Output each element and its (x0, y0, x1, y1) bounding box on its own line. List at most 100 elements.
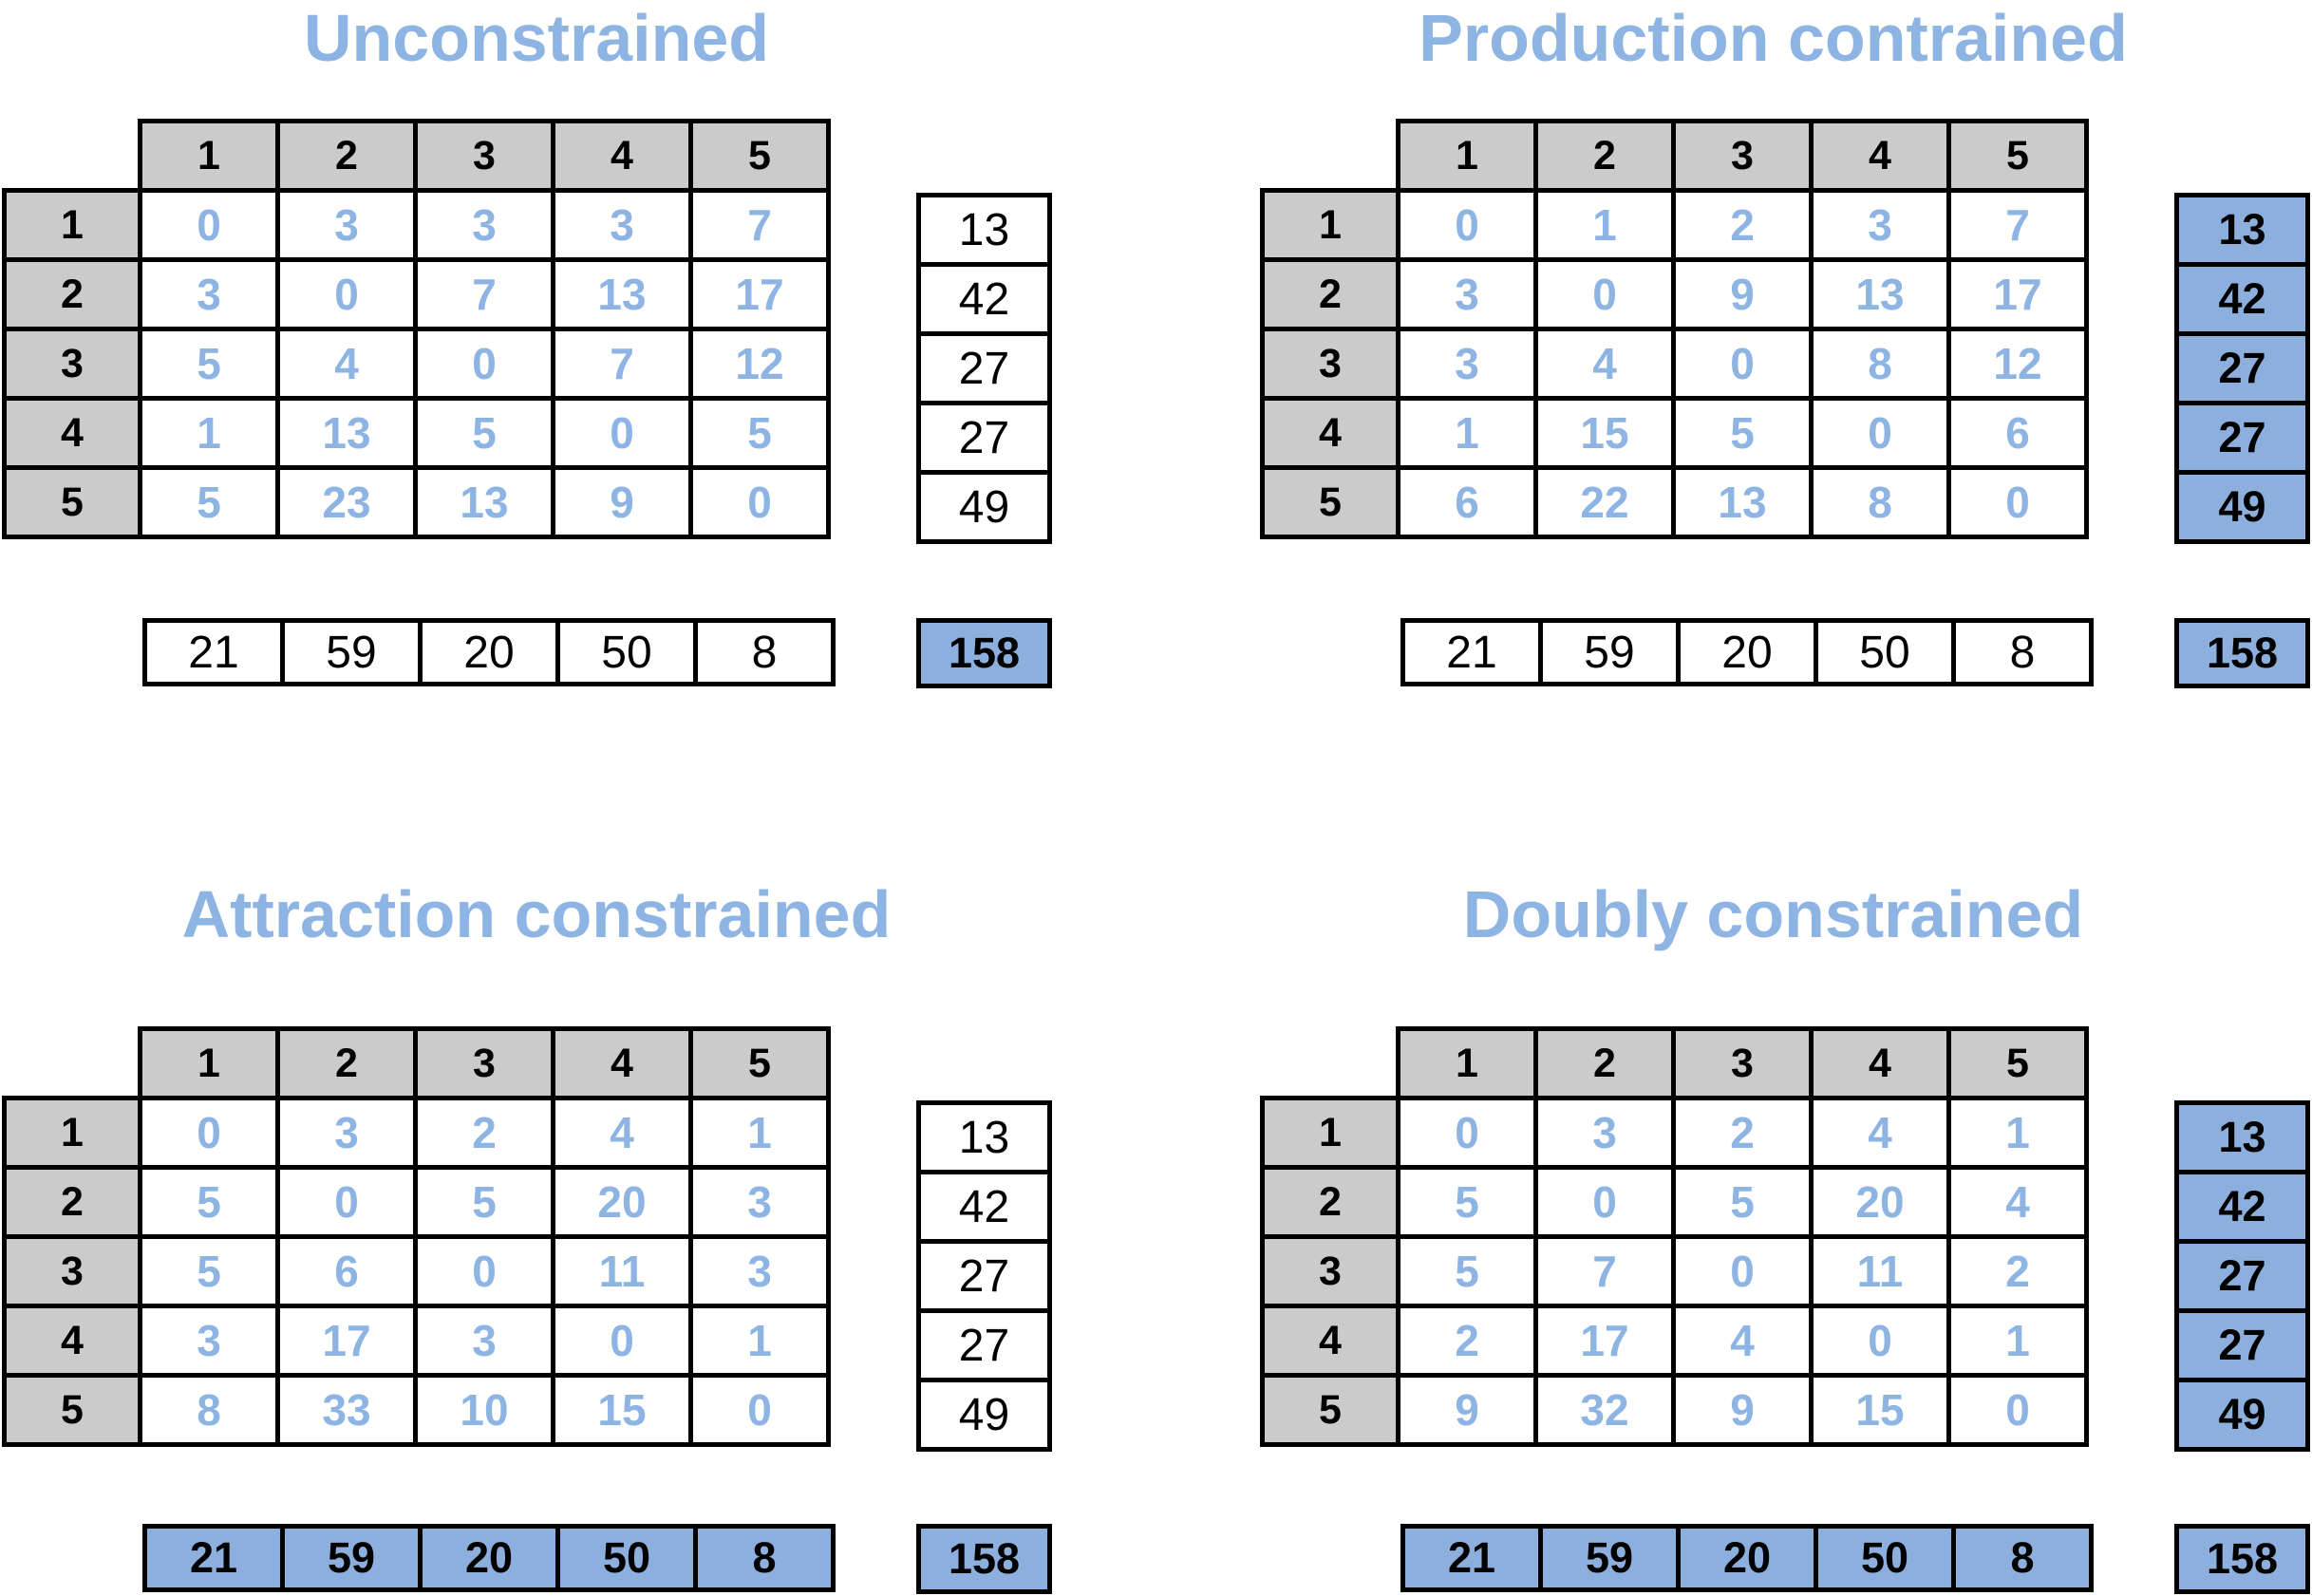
col-header-cell: 3 (413, 119, 555, 193)
matrix-cell: 12 (688, 327, 831, 401)
matrix-cell: 0 (551, 1304, 693, 1378)
matrix-cell: 13 (1809, 257, 1951, 331)
row-header-cell: 1 (2, 188, 142, 262)
matrix-cell: 17 (275, 1304, 418, 1378)
matrix-cell: 5 (1396, 1165, 1538, 1239)
col-sum-cell: 8 (693, 618, 836, 686)
col-header-cell: 1 (138, 119, 280, 193)
matrix-cell: 0 (138, 1096, 280, 1170)
matrix-cell: 6 (275, 1234, 418, 1308)
matrix-cell: 2 (1396, 1304, 1538, 1378)
matrix-cell: 3 (688, 1165, 831, 1239)
table-title-production: Production contrained (1419, 1, 2128, 75)
col-header-cell: 5 (688, 1026, 831, 1100)
row-sum-cell: 49 (916, 1378, 1052, 1452)
matrix-cell: 7 (688, 188, 831, 262)
col-header-cell: 3 (1671, 1026, 1814, 1100)
matrix-cell: 0 (1946, 465, 2089, 539)
row-sum-cell: 49 (916, 470, 1052, 544)
matrix-cell: 17 (688, 257, 831, 331)
corner-cell (1263, 1029, 1399, 1098)
matrix-cell: 5 (413, 1165, 555, 1239)
corner-cell (5, 1029, 141, 1098)
row-header-cell: 4 (1260, 396, 1400, 470)
matrix-cell: 0 (1671, 1234, 1814, 1308)
col-sum-cell: 20 (1676, 1524, 1818, 1592)
matrix-cell: 4 (1946, 1165, 2089, 1239)
matrix-cell: 5 (138, 1165, 280, 1239)
matrix-cell: 17 (1946, 257, 2089, 331)
col-sum-cell: 8 (693, 1524, 836, 1592)
row-sum-cell: 27 (2174, 1239, 2310, 1313)
matrix-cell: 4 (1809, 1096, 1951, 1170)
row-header-cell: 1 (1260, 188, 1400, 262)
col-header-cell: 4 (1809, 119, 1951, 193)
row-sum-cell: 27 (916, 331, 1052, 405)
matrix-cell: 8 (1809, 465, 1951, 539)
matrix-cell: 3 (1533, 1096, 1676, 1170)
col-sum-cell: 50 (1814, 618, 1956, 686)
row-sum-cell: 13 (916, 193, 1052, 267)
col-sum-cell: 21 (142, 1524, 285, 1592)
row-sum-cell: 49 (2174, 470, 2310, 544)
row-sum-cell: 42 (916, 262, 1052, 336)
matrix-cell: 15 (1809, 1373, 1951, 1447)
matrix-cell: 0 (413, 327, 555, 401)
col-header-cell: 2 (1533, 1026, 1676, 1100)
matrix-cell: 5 (413, 396, 555, 470)
matrix-cell: 3 (1809, 188, 1951, 262)
matrix-cell: 11 (1809, 1234, 1951, 1308)
matrix-cell: 1 (1946, 1096, 2089, 1170)
row-sum-cell: 13 (2174, 193, 2310, 267)
matrix-cell: 4 (1533, 327, 1676, 401)
matrix-cell: 0 (1671, 327, 1814, 401)
col-sum-cell: 8 (1951, 618, 2094, 686)
matrix-cell: 1 (138, 396, 280, 470)
row-sum-cell: 42 (2174, 1170, 2310, 1244)
row-header-cell: 3 (2, 1234, 142, 1308)
row-header-cell: 5 (1260, 1373, 1400, 1447)
row-sum-cell: 27 (916, 401, 1052, 475)
row-header-cell: 2 (1260, 257, 1400, 331)
col-sum-cell: 20 (418, 618, 560, 686)
row-sum-cell: 49 (2174, 1378, 2310, 1452)
matrix-cell: 4 (275, 327, 418, 401)
matrix-cell: 9 (1671, 257, 1814, 331)
col-header-cell: 1 (138, 1026, 280, 1100)
matrix-cell: 2 (1671, 188, 1814, 262)
col-sum-cell: 50 (555, 618, 698, 686)
matrix-cell: 13 (551, 257, 693, 331)
matrix-cell: 3 (413, 188, 555, 262)
col-header-cell: 2 (275, 119, 418, 193)
matrix-cell: 5 (138, 465, 280, 539)
matrix-cell: 0 (1533, 1165, 1676, 1239)
matrix-cell: 1 (688, 1304, 831, 1378)
matrix-cell: 5 (688, 396, 831, 470)
matrix-cell: 0 (1809, 1304, 1951, 1378)
row-sum-cell: 13 (2174, 1100, 2310, 1174)
matrix-cell: 3 (413, 1304, 555, 1378)
col-sum-cell: 20 (1676, 618, 1818, 686)
row-sum-cell: 27 (2174, 331, 2310, 405)
corner-cell (1263, 122, 1399, 191)
row-sum-cell: 27 (2174, 401, 2310, 475)
table-title-unconstrained: Unconstrained (303, 1, 770, 75)
row-header-cell: 1 (1260, 1096, 1400, 1170)
matrix-cell: 5 (1396, 1234, 1538, 1308)
matrix-cell: 7 (1533, 1234, 1676, 1308)
matrix-cell: 4 (551, 1096, 693, 1170)
row-header-cell: 5 (2, 1373, 142, 1447)
matrix-cell: 0 (1396, 1096, 1538, 1170)
matrix-cell: 1 (688, 1096, 831, 1170)
matrix-cell: 3 (275, 188, 418, 262)
matrix-cell: 8 (138, 1373, 280, 1447)
matrix-cell: 5 (138, 1234, 280, 1308)
matrix-cell: 13 (275, 396, 418, 470)
col-header-cell: 1 (1396, 1026, 1538, 1100)
